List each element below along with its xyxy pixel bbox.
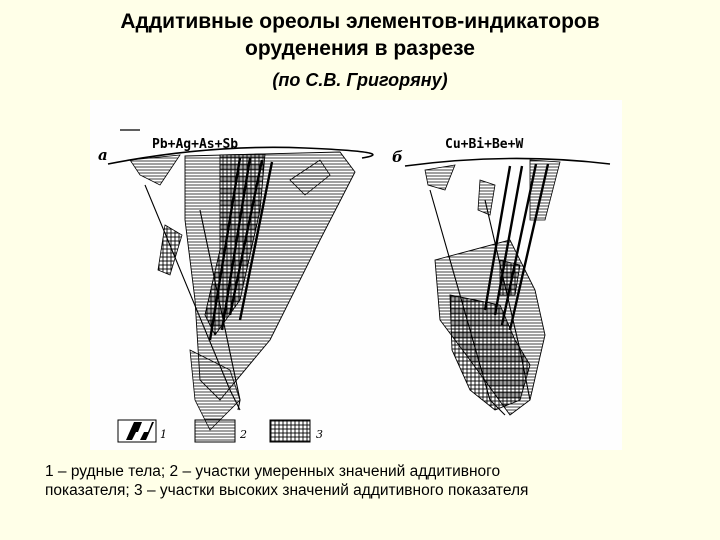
panel-b-letter: б [392,148,403,166]
panel-a-moderate-halo-3 [189,349,241,431]
legend-label-2: 2 [239,428,247,441]
panel-b-surface-line [404,157,611,167]
panel-b-ore-bodies [483,163,550,331]
panel-a-formula: Pb+Ag+As+Sb [152,137,238,152]
panel-b-fault-1 [429,189,506,416]
panel-a-moderate-halo-1 [129,154,181,186]
legend-swatch-moderate [194,419,236,443]
slide-subtitle: (по С.В. Григоряну) [272,70,448,90]
panel-b-high-halo-1 [449,294,531,411]
legend-swatch-high [269,419,311,443]
slide-title: Аддитивные ореолы элементов-индикаторов … [0,8,720,62]
title-line-1: Аддитивные ореолы элементов-индикаторов [120,10,600,33]
figure-caption: 1 – рудные тела; 2 – участки умеренных з… [45,462,685,500]
halo-cross-section-figure: а Pb+Ag+As+Sb б Cu+Bi+Be+W [90,100,622,450]
panel-a-ore-bodies [208,157,274,341]
panel-a-letter: а [98,146,108,164]
panel-a-surface-line [107,146,374,165]
legend-ore-body-symbol [126,422,154,440]
legend-label-3: 3 [316,428,323,441]
panel-a-fault-2 [199,209,241,411]
legend-label-1: 1 [160,428,167,441]
panel-a-high-halo-2 [157,224,183,276]
panel-b-fault-2 [484,199,531,401]
panel-b: б Cu+Bi+Be+W [392,137,611,416]
title-line-2: оруденения в разрезе [245,37,475,60]
panel-a-moderate-halo-4 [289,159,331,196]
panel-b-moderate-halo-1 [424,164,456,191]
caption-line-1: 1 – рудные тела; 2 – участки умеренных з… [45,463,501,480]
panel-a: а Pb+Ag+As+Sb [98,129,374,431]
caption-line-2: показателя; 3 – участки высоких значений… [45,482,529,499]
panel-b-moderate-halo-4 [477,179,496,216]
figure-legend: 1 2 3 [117,419,323,443]
panel-b-formula: Cu+Bi+Be+W [445,137,523,152]
cross-section-drawing: а Pb+Ag+As+Sb б Cu+Bi+Be+W [98,129,611,443]
panel-a-fault-1 [144,184,241,411]
